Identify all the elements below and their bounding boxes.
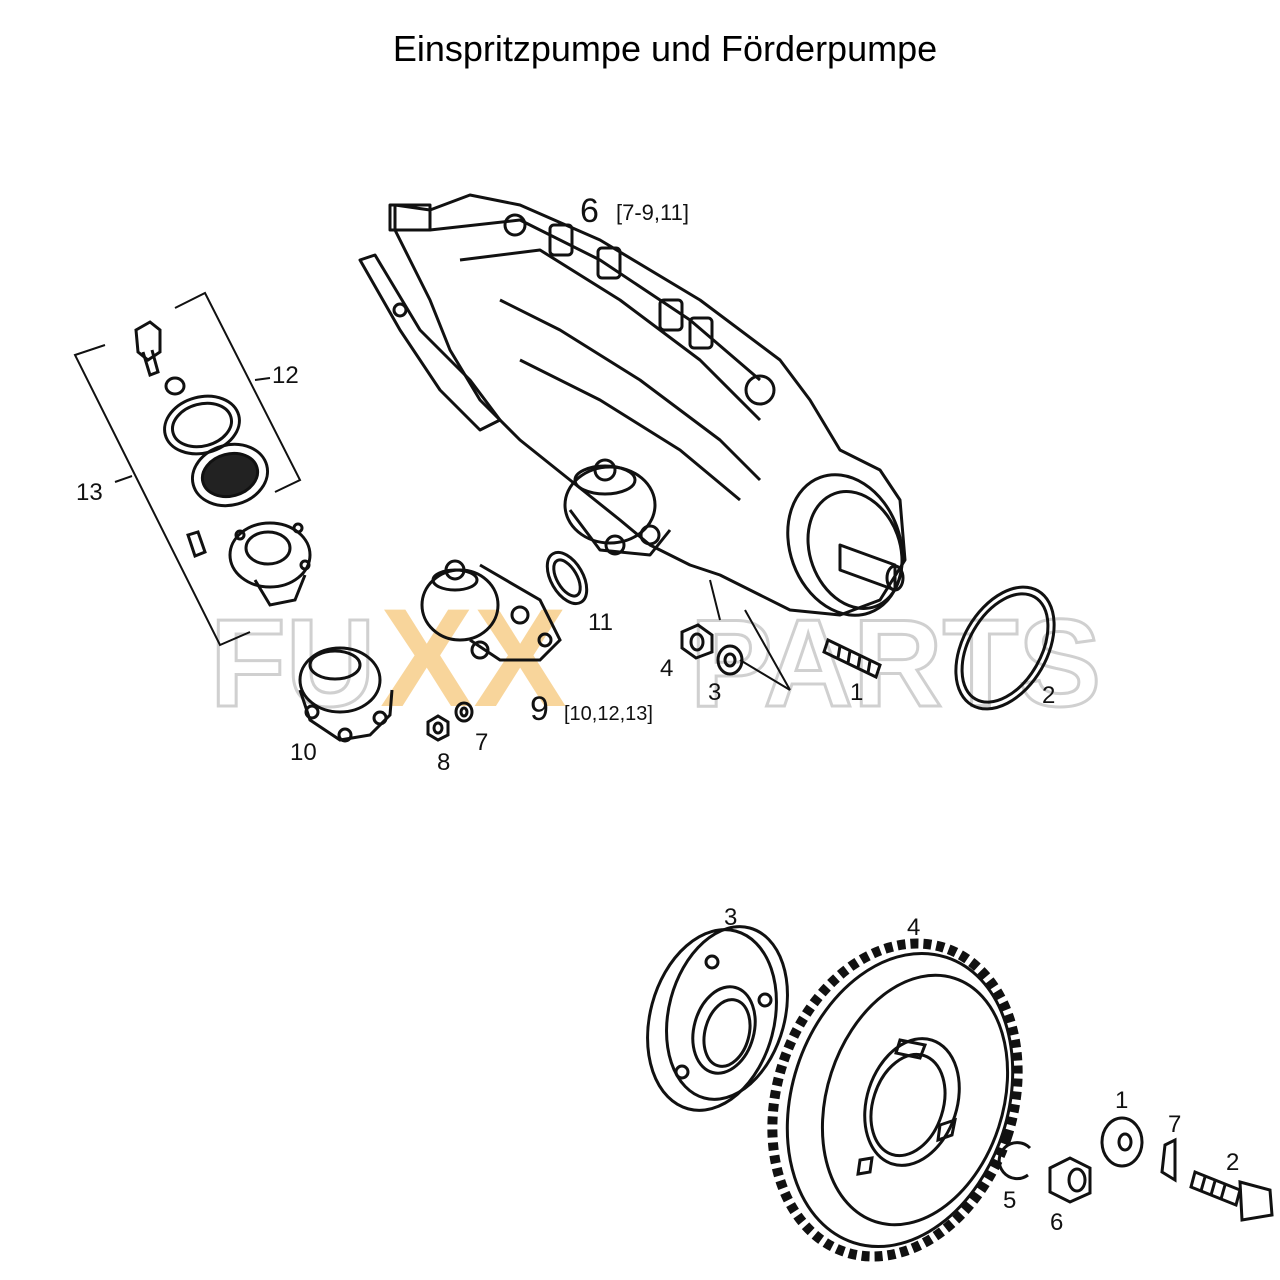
o-ring — [954, 585, 1056, 711]
label-9: 9 — [530, 690, 549, 728]
washer — [716, 644, 744, 676]
top-labels: 6 [7-9,11] 12 13 11 4 3 1 2 9 [10,12,13]… — [76, 192, 1055, 776]
watermark-middle: XX — [380, 579, 567, 736]
leader-lines — [709, 579, 791, 691]
bottom-labels: 3 4 1 7 2 5 6 — [724, 904, 1239, 1236]
page-title: Einspritzpumpe und Förderpumpe — [392, 28, 938, 69]
label-7: 7 — [475, 729, 488, 756]
label-b-2: 2 — [1226, 1149, 1239, 1176]
bracket-lines — [73, 291, 302, 647]
bolt — [1189, 1169, 1274, 1222]
label-12: 12 — [272, 362, 299, 389]
gear-wheel — [767, 938, 1023, 1262]
label-4: 4 — [660, 655, 673, 682]
label-1: 1 — [850, 679, 863, 706]
gear-hub — [646, 925, 789, 1112]
label-b-1: 1 — [1115, 1087, 1128, 1114]
label-b-5: 5 — [1003, 1187, 1016, 1214]
stud — [822, 637, 882, 680]
gasket — [545, 550, 589, 606]
label-b-4: 4 — [907, 914, 920, 941]
nut — [680, 623, 714, 660]
watermark: FU XX PARTS — [209, 579, 1103, 736]
flat-washer — [1100, 1116, 1144, 1168]
label-9-sub: [10,12,13] — [564, 703, 653, 725]
label-6: 6 — [580, 192, 599, 230]
strainer-set — [134, 320, 312, 607]
injection-pump — [358, 193, 907, 617]
label-b-7: 7 — [1168, 1111, 1181, 1138]
lock-washer — [1160, 1137, 1177, 1183]
hex-nut — [1048, 1156, 1092, 1204]
feed-pump — [420, 559, 562, 662]
label-b-3: 3 — [724, 904, 737, 931]
label-11: 11 — [588, 609, 613, 636]
pump-cover — [298, 646, 394, 743]
label-2: 2 — [1042, 682, 1055, 709]
small-washer — [454, 701, 474, 723]
small-nut — [426, 714, 450, 742]
label-3: 3 — [708, 679, 721, 706]
label-13: 13 — [76, 479, 103, 506]
watermark-right: PARTS — [690, 595, 1101, 733]
circlip — [997, 1141, 1032, 1181]
label-b-6: 6 — [1050, 1209, 1063, 1236]
label-8: 8 — [437, 749, 450, 776]
label-6-sub: [7-9,11] — [616, 200, 689, 225]
label-10: 10 — [290, 739, 317, 766]
